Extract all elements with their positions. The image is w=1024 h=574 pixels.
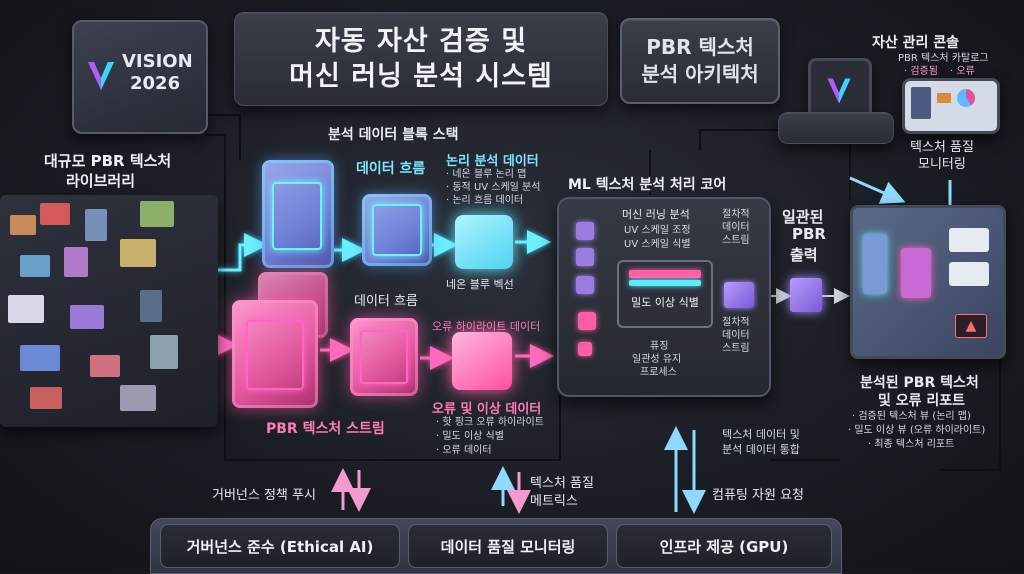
ml-item-1: UV 스케일 조정 <box>624 225 691 236</box>
output-line2: PBR <box>792 225 826 243</box>
warning-icon: ▲ <box>955 314 987 338</box>
fuzzy-3: 프로세스 <box>640 367 677 378</box>
proc-top-1: 절차적 <box>722 209 750 220</box>
compute-request-label: 컴퓨팅 자원 요청 <box>712 488 804 503</box>
report-title-1: 분석된 PBR 텍스처 <box>860 375 979 391</box>
logic-item-2: · 동적 UV 스케일 분석 <box>446 182 541 193</box>
cyan-block-large <box>262 160 334 268</box>
core-title: ML 텍스처 분석 처리 코어 <box>568 177 727 193</box>
density-panel: 밀도 이상 식별 <box>617 260 713 328</box>
output-line3: 출력 <box>790 246 818 264</box>
arch-line2: 분석 아키텍처 <box>641 62 759 86</box>
quality-monitoring-button[interactable]: 데이터 품질 모니터링 <box>408 524 608 568</box>
console-base <box>778 112 894 144</box>
v-logo-icon <box>86 58 116 94</box>
quality-metrics-1: 텍스처 품질 <box>530 476 594 491</box>
title-line1: 자동 자산 검증 및 <box>314 26 528 57</box>
integrate-1: 텍스처 데이터 및 <box>722 428 800 441</box>
governance-button[interactable]: 거버넌스 준수 (Ethical AI) <box>160 524 400 568</box>
title-line2: 머신 러닝 분석 시스템 <box>289 61 553 92</box>
library-platform <box>0 195 218 427</box>
integrate-2: 분석 데이터 통합 <box>722 443 800 456</box>
quality-monitor-2: 모니터링 <box>918 157 966 172</box>
neon-vector-label: 네온 블루 벡선 <box>446 278 514 291</box>
core-cube-1 <box>576 222 594 240</box>
report-monitor: ▲ <box>850 205 1006 359</box>
core-cube-3 <box>576 276 594 294</box>
core-cube-4 <box>578 312 596 330</box>
report-item-2: · 밀도 이상 뷰 (오류 하이라이트) <box>848 425 986 436</box>
report-title-2: 및 오류 리포트 <box>878 393 966 409</box>
data-flow-bottom: 데이터 흐름 <box>354 294 418 309</box>
data-flow-top: 데이터 흐름 <box>356 161 426 177</box>
logic-item-3: · 논리 흐름 데이터 <box>446 195 524 206</box>
proc-bottom-2: 데이터 <box>722 330 750 341</box>
quality-metrics-2: 메트릭스 <box>530 494 578 509</box>
library-title-2: 라이브러리 <box>66 172 136 190</box>
pbr-stream-label: PBR 텍스처 스트림 <box>266 421 385 437</box>
anomaly-item-1: · 핫 핑크 오류 하이라이트 <box>436 417 544 428</box>
proc-cube <box>724 282 754 308</box>
verified-label: · 검증됨 <box>904 66 938 77</box>
block-stack-title: 분석 데이터 블록 스택 <box>328 127 459 143</box>
pink-block-mid <box>350 318 418 396</box>
proc-top-3: 스트림 <box>722 235 750 246</box>
cyan-block-small <box>455 215 513 269</box>
anomaly-item-2: · 밀도 이상 식별 <box>436 431 504 442</box>
logo-line1: VISION <box>122 51 193 72</box>
console-title: 자산 관리 콘솔 <box>872 35 960 51</box>
ml-item-2: UV 스케일 식별 <box>624 239 691 250</box>
quality-monitor-1: 텍스처 품질 <box>910 140 974 155</box>
architecture-panel: PBR 텍스처 분석 아키텍처 <box>620 18 780 104</box>
console-v-icon <box>825 75 853 111</box>
infra-button[interactable]: 인프라 제공 (GPU) <box>616 524 832 568</box>
pink-block-small <box>452 332 512 390</box>
ml-analysis-title: 머신 러닝 분석 <box>622 208 690 221</box>
arch-line1: PBR 텍스처 <box>646 35 754 59</box>
governance-push-label: 거버넌스 정책 푸시 <box>212 488 316 503</box>
fuzzy-2: 일관성 유지 <box>632 354 682 365</box>
proc-bottom-3: 스트림 <box>722 343 750 354</box>
main-title-panel: 자동 자산 검증 및 머신 러닝 분석 시스템 <box>234 12 608 106</box>
vision-logo-panel: VISION 2026 <box>72 20 208 134</box>
library-title-1: 대규모 PBR 텍스처 <box>44 152 172 170</box>
output-cube <box>790 278 822 312</box>
density-label: 밀도 이상 식별 <box>631 296 699 309</box>
anomaly-item-3: · 오류 데이터 <box>436 445 492 456</box>
core-cube-2 <box>576 248 594 266</box>
report-item-1: · 검증된 텍스처 뷰 (논리 맵) <box>852 411 971 422</box>
core-cube-5 <box>578 342 592 356</box>
report-item-3: · 최종 텍스처 리포트 <box>868 439 955 450</box>
anomaly-title: 오류 및 이상 데이터 <box>432 402 542 417</box>
logic-title: 논리 분석 데이터 <box>446 154 539 169</box>
console-screen <box>902 78 1000 134</box>
proc-bottom-1: 절차적 <box>722 317 750 328</box>
proc-top-2: 데이터 <box>722 222 750 233</box>
logic-item-1: · 네온 블루 논리 맵 <box>446 169 527 180</box>
output-line1: 일관된 <box>782 208 824 226</box>
cyan-block-mid <box>362 194 432 266</box>
fuzzy-1: 퓨징 <box>650 341 669 352</box>
logo-line2: 2026 <box>130 73 181 94</box>
error-label: · 오류 <box>950 66 975 77</box>
catalog-label: PBR 텍스처 카탈로그 <box>898 53 989 64</box>
pink-block-large <box>232 300 318 408</box>
error-highlight-label: 오류 하이라이트 데이터 <box>432 320 541 333</box>
